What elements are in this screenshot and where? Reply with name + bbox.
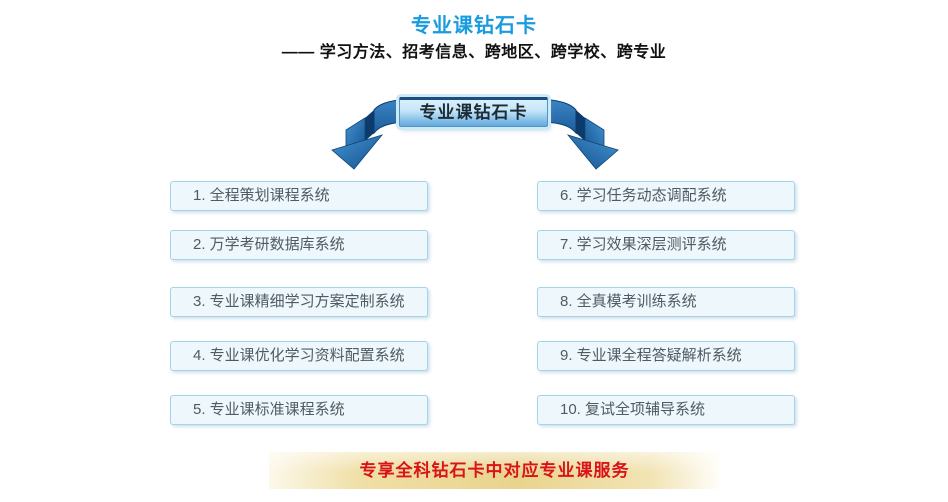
system-box-5: 5. 专业课标准课程系统 xyxy=(170,395,428,425)
system-box-1: 1. 全程策划课程系统 xyxy=(170,181,428,211)
page-title: 专业课钻石卡 xyxy=(411,15,537,37)
system-box-7: 7. 学习效果深层测评系统 xyxy=(537,230,795,260)
page-subtitle: —— 学习方法、招考信息、跨地区、跨学校、跨专业 xyxy=(281,44,667,61)
down-arrow-right-icon xyxy=(544,98,619,170)
system-box-10: 10. 复试全项辅导系统 xyxy=(537,395,795,425)
system-box-8: 8. 全真模考训练系统 xyxy=(537,287,795,317)
system-box-4: 4. 专业课优化学习资料配置系统 xyxy=(170,341,428,371)
system-box-2: 2. 万学考研数据库系统 xyxy=(170,230,428,260)
system-box-6: 6. 学习任务动态调配系统 xyxy=(537,181,795,211)
down-arrow-left-icon xyxy=(331,98,406,170)
system-box-3: 3. 专业课精细学习方案定制系统 xyxy=(170,287,428,317)
footer-banner: 专享全科钻石卡中对应专业课服务 xyxy=(269,452,720,489)
system-box-9: 9. 专业课全程答疑解析系统 xyxy=(537,341,795,371)
diamond-card-banner: 专业课钻石卡 xyxy=(399,97,548,127)
